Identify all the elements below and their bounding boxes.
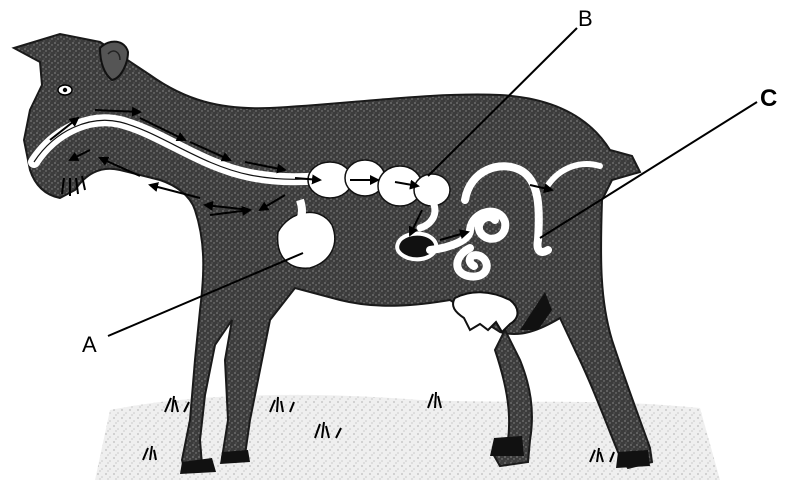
label-c: C xyxy=(760,85,777,112)
label-b: B xyxy=(578,6,593,31)
label-a: A xyxy=(82,332,97,357)
udder xyxy=(453,292,517,332)
